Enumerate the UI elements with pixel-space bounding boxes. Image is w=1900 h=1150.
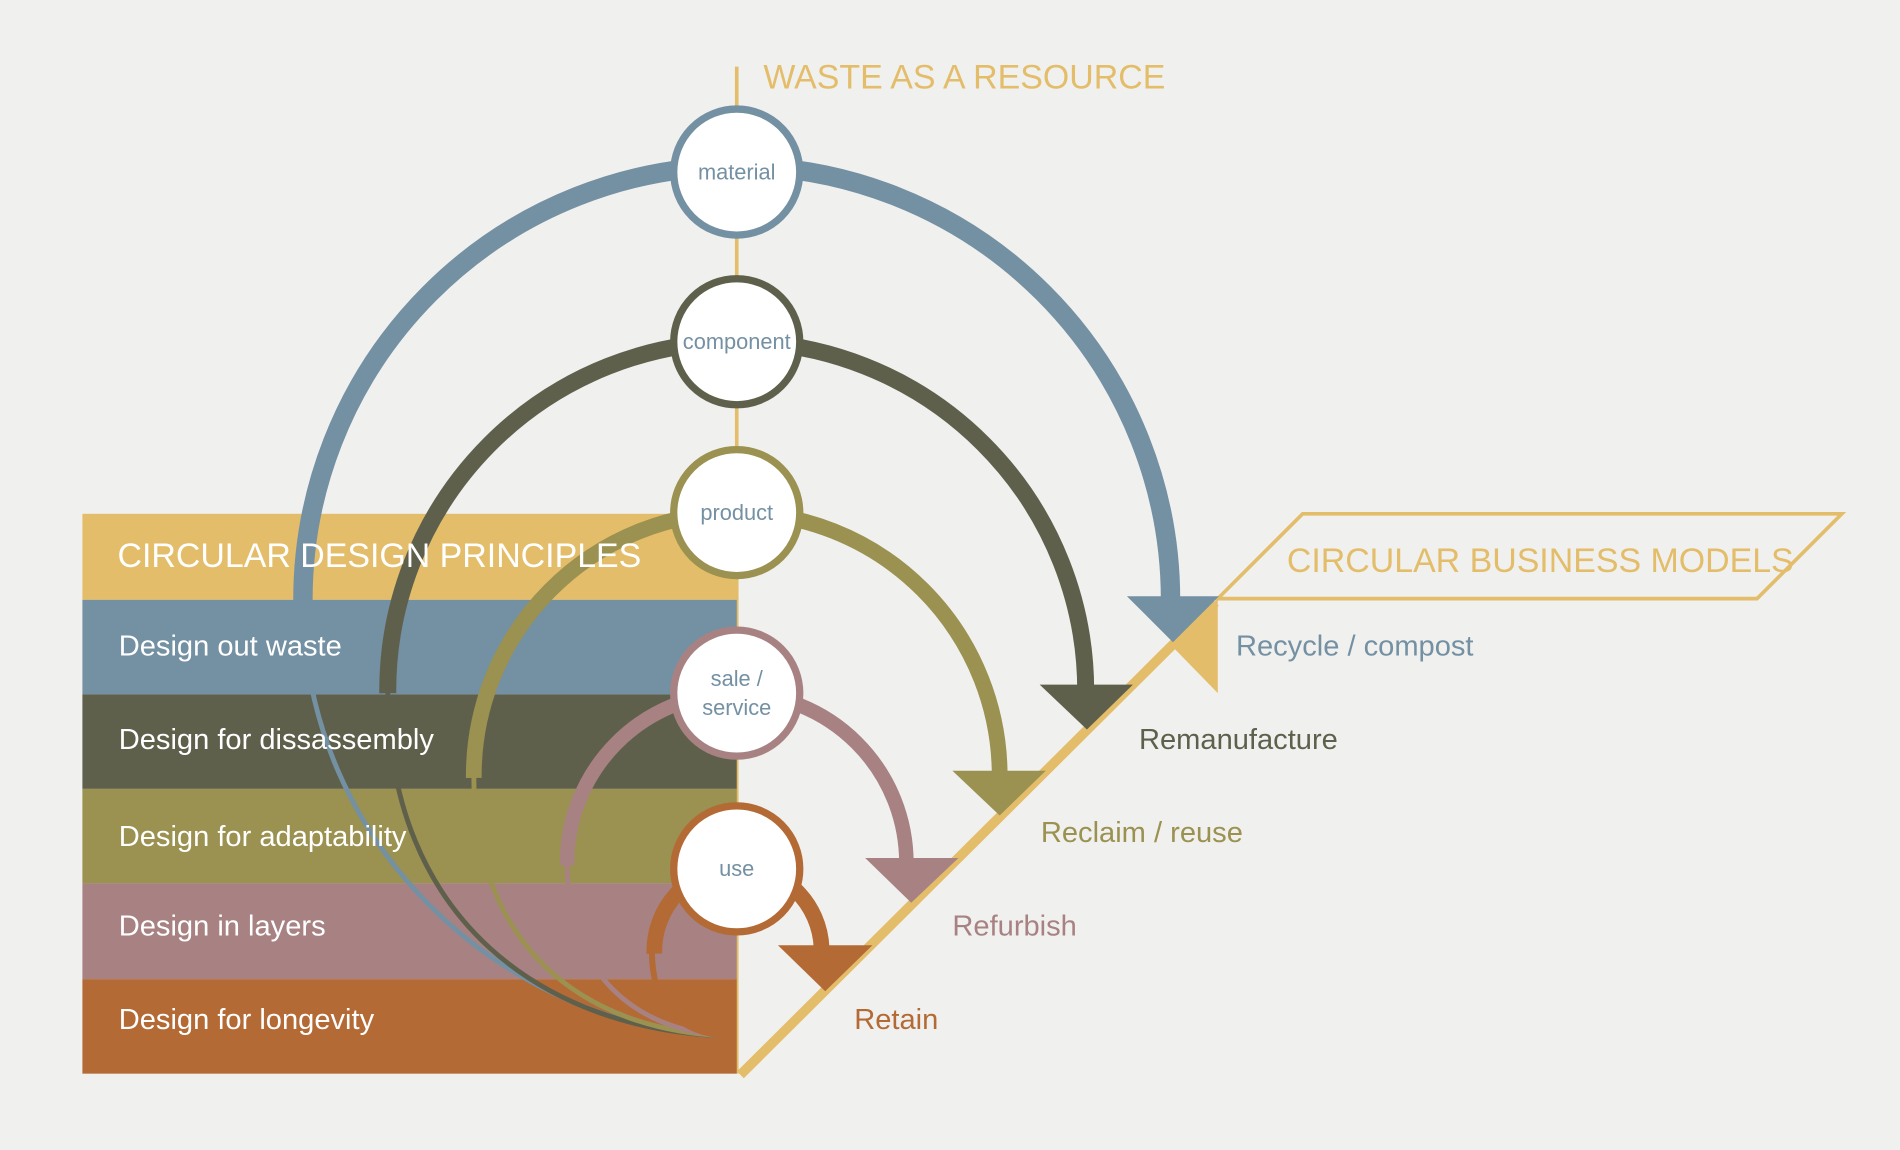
- node-label: component: [683, 329, 791, 354]
- principle-row-adaptability: [82, 788, 737, 884]
- recycle-arrowhead-icon: [1126, 596, 1220, 643]
- principle-label: Design for adaptability: [119, 821, 407, 853]
- principle-label: Design in layers: [119, 911, 326, 943]
- principle-row-layers: [82, 883, 737, 980]
- retain-arrowhead-icon: [777, 945, 873, 992]
- node-material: material: [670, 105, 804, 239]
- reclaim-arrowhead-icon: [952, 770, 1046, 816]
- business-model-label: Reclaim / reuse: [1041, 817, 1243, 849]
- node-label: service: [702, 695, 771, 720]
- remanufacture-arrowhead-icon: [1039, 684, 1133, 730]
- refurbish-arrowhead-icon: [865, 857, 959, 903]
- use-return-line: [648, 951, 728, 1040]
- node-use: use: [670, 802, 804, 936]
- node-component: component: [670, 275, 804, 409]
- principle-label: Design for dissassembly: [119, 724, 435, 756]
- business-model-label: Retain: [854, 1004, 938, 1036]
- sale-return-line: [564, 862, 728, 1039]
- diagonal-base-line: [736, 598, 1219, 1079]
- product-return-line: [471, 775, 728, 1039]
- node-product: product: [670, 445, 804, 580]
- diagonal-corner-triangle: [1170, 598, 1218, 694]
- principle-row-longevity: [82, 979, 737, 1074]
- principle-label: Design out waste: [119, 631, 342, 663]
- principle-label: Design for longevity: [119, 1004, 375, 1036]
- business-model-label: Refurbish: [952, 911, 1076, 943]
- business-models-header: CIRCULAR BUSINESS MODELS: [1287, 542, 1794, 580]
- waste-as-resource-title: WASTE AS A RESOURCE: [763, 58, 1165, 96]
- node-label: sale /: [711, 666, 764, 691]
- business-model-label: Remanufacture: [1139, 724, 1338, 756]
- node-label: material: [698, 159, 776, 184]
- design-principles-panel: [82, 513, 737, 1074]
- node-label: product: [700, 500, 773, 525]
- principles-header: CIRCULAR DESIGN PRINCIPLES: [118, 537, 642, 575]
- business-model-label: Recycle / compost: [1236, 631, 1474, 663]
- principle-row-design-out-waste: [82, 599, 737, 695]
- node-sale-service: sale / service: [670, 626, 804, 760]
- node-label: use: [719, 856, 754, 881]
- business-models-parallelogram: [1213, 511, 1847, 601]
